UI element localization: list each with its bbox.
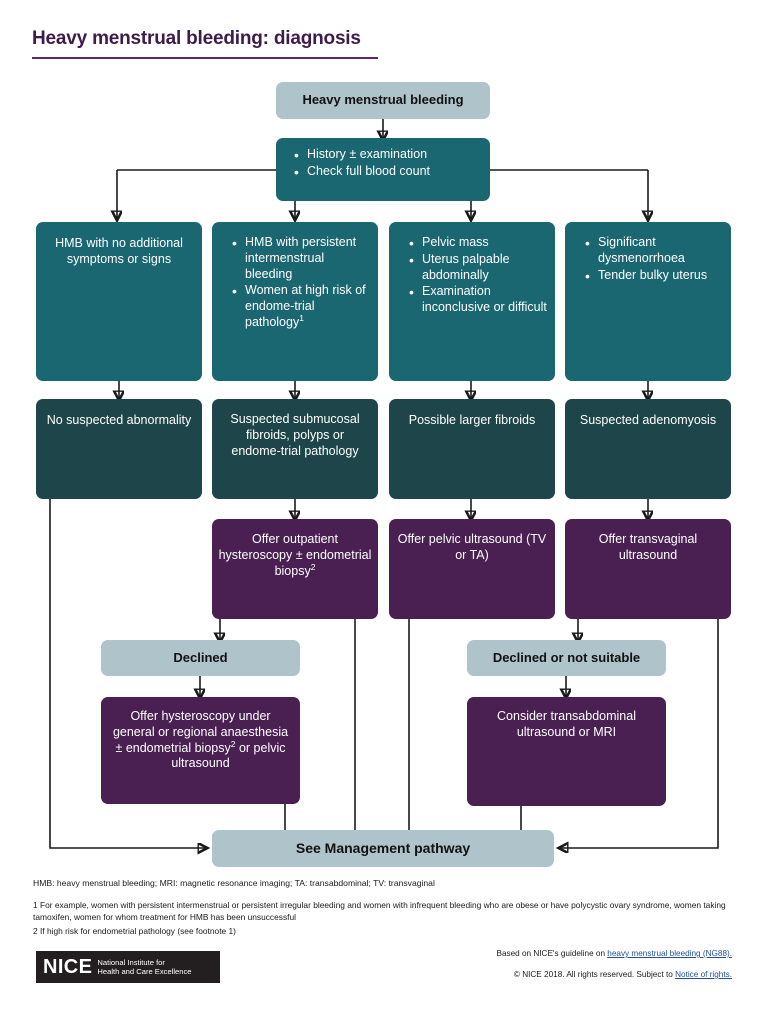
node-assessment[interactable]: History ± examination Check full blood c… <box>276 138 490 201</box>
copyright-notice: © NICE 2018. All rights reserved. Subjec… <box>514 970 732 979</box>
nice-logo-subtitle-line1: National Institute for <box>97 957 165 967</box>
node-suspected-submucosal-fibroids[interactable]: Suspected submucosal fibroids, polyps or… <box>212 399 378 499</box>
node-suspected-adenomyosis[interactable]: Suspected adenomyosis <box>565 399 731 499</box>
notice-of-rights-link[interactable]: Notice of rights. <box>675 970 732 979</box>
list-item: Examination inconclusive or difficult <box>409 284 547 316</box>
title-underline-rule <box>32 57 378 59</box>
node-heavy-menstrual-bleeding[interactable]: Heavy menstrual bleeding <box>276 82 490 119</box>
branch3-bullet-list: Pelvic mass Uterus palpable abdominally … <box>405 235 547 317</box>
node-no-suspected-abnormality-label: No suspected abnormality <box>46 413 192 427</box>
guideline-link[interactable]: heavy menstrual bleeding (NG88). <box>607 949 732 958</box>
node-consider-transabdominal-us-mri-label: Consider transabdominal ultrasound or MR… <box>497 709 636 739</box>
node-possible-larger-fibroids-label: Possible larger fibroids <box>408 413 536 427</box>
branch2-bullet-list: HMB with persistent intermenstrual bleed… <box>228 235 370 332</box>
page-title: Heavy menstrual bleeding: diagnosis <box>32 28 361 49</box>
footnote-1: 1 For example, women with persistent int… <box>33 900 726 923</box>
nice-logo-subtitle: National Institute for Health and Care E… <box>97 958 191 977</box>
node-see-management-pathway[interactable]: See Management pathway <box>212 830 554 867</box>
node-offer-transvaginal-ultrasound[interactable]: Offer transvaginal ultrasound <box>565 519 731 619</box>
list-item: HMB with persistent intermenstrual bleed… <box>232 235 370 282</box>
footnote-2: 2 If high risk for endometrial pathology… <box>33 926 236 936</box>
nice-logo-subtitle-line2: Health and Care Excellence <box>97 967 192 976</box>
list-item: Significant dysmenorrhoea <box>585 235 723 267</box>
list-item: Pelvic mass <box>409 235 547 252</box>
node-offer-outpatient-hysteroscopy-label: Offer outpatient hysteroscopy ± endometr… <box>218 532 372 578</box>
list-item: Tender bulky uterus <box>585 268 723 285</box>
node-hmb-persistent-ib[interactable]: HMB with persistent intermenstrual bleed… <box>212 222 378 381</box>
abbreviations-note: HMB: heavy menstrual bleeding; MRI: magn… <box>33 878 435 888</box>
node-heavy-menstrual-bleeding-label: Heavy menstrual bleeding <box>302 92 464 108</box>
node-suspected-submucosal-fibroids-label: Suspected submucosal fibroids, polyps or… <box>230 412 360 458</box>
node-hmb-no-additional-symptoms-label: HMB with no additional symptoms or signs <box>55 236 183 266</box>
node-offer-hysteroscopy-ga-label: Offer hysteroscopy under general or regi… <box>112 709 289 771</box>
node-possible-larger-fibroids[interactable]: Possible larger fibroids <box>389 399 555 499</box>
guideline-credit-prefix: Based on NICE's guideline on <box>496 949 608 958</box>
node-declined[interactable]: Declined <box>101 640 300 676</box>
node-suspected-adenomyosis-label: Suspected adenomyosis <box>579 413 717 427</box>
branch4-bullet-list: Significant dysmenorrhoea Tender bulky u… <box>581 235 723 285</box>
node-offer-pelvic-ultrasound[interactable]: Offer pelvic ultrasound (TV or TA) <box>389 519 555 619</box>
node-pelvic-mass[interactable]: Pelvic mass Uterus palpable abdominally … <box>389 222 555 381</box>
nice-logo-wordmark: NICE <box>43 955 93 978</box>
node-hmb-no-additional-symptoms[interactable]: HMB with no additional symptoms or signs <box>36 222 202 381</box>
node-offer-outpatient-hysteroscopy[interactable]: Offer outpatient hysteroscopy ± endometr… <box>212 519 378 619</box>
node-see-management-pathway-label: See Management pathway <box>295 839 471 856</box>
nice-logo: NICE National Institute for Health and C… <box>36 951 220 983</box>
node-offer-pelvic-ultrasound-label: Offer pelvic ultrasound (TV or TA) <box>397 532 547 562</box>
node-declined-label: Declined <box>173 649 228 665</box>
node-consider-transabdominal-us-mri[interactable]: Consider transabdominal ultrasound or MR… <box>467 697 666 806</box>
guideline-credit: Based on NICE's guideline on heavy menst… <box>496 949 732 958</box>
node-declined-or-not-suitable-label: Declined or not suitable <box>492 649 641 665</box>
node-declined-or-not-suitable[interactable]: Declined or not suitable <box>467 640 666 676</box>
list-item: History ± examination <box>294 147 480 164</box>
list-item: Women at high risk of endome-trial patho… <box>232 283 370 330</box>
node-offer-hysteroscopy-ga[interactable]: Offer hysteroscopy under general or regi… <box>101 697 300 804</box>
node-no-suspected-abnormality[interactable]: No suspected abnormality <box>36 399 202 499</box>
node-significant-dysmenorrhoea[interactable]: Significant dysmenorrhoea Tender bulky u… <box>565 222 731 381</box>
copyright-prefix: © NICE 2018. All rights reserved. Subjec… <box>513 970 676 979</box>
assessment-bullet-list: History ± examination Check full blood c… <box>290 147 480 181</box>
list-item: Uterus palpable abdominally <box>409 252 547 284</box>
list-item: Check full blood count <box>294 164 480 181</box>
node-offer-transvaginal-ultrasound-label: Offer transvaginal ultrasound <box>598 532 698 562</box>
